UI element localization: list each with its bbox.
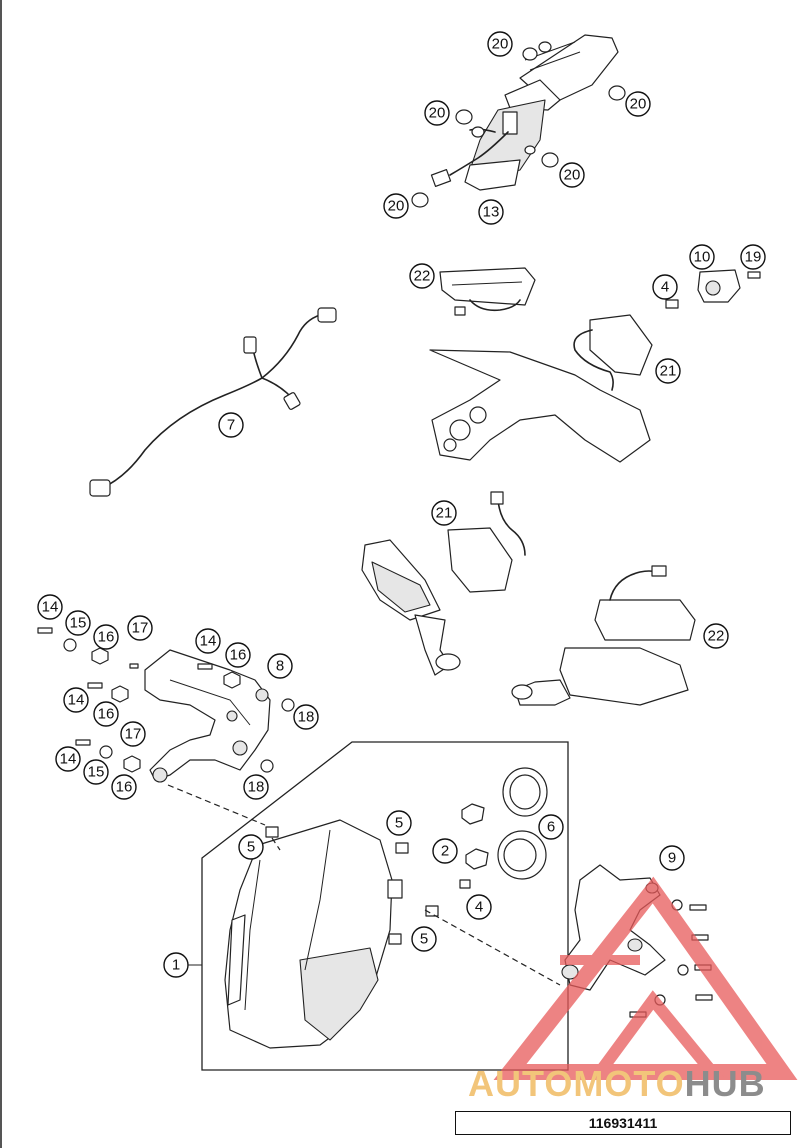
rear-light-assembly bbox=[429, 267, 761, 463]
callout-label: 10 bbox=[694, 249, 711, 266]
callout-label: 6 bbox=[547, 819, 555, 836]
callout-label: 22 bbox=[414, 268, 431, 285]
callout-label: 5 bbox=[247, 839, 255, 856]
callout-label: 14 bbox=[200, 633, 217, 650]
callout-5: 5 bbox=[238, 834, 264, 860]
callout-8: 8 bbox=[267, 653, 293, 679]
callout-4: 4 bbox=[466, 894, 492, 920]
watermark-brand-text: AUTOMOTOHUB bbox=[468, 1062, 798, 1106]
callout-label: 14 bbox=[60, 751, 77, 768]
callout-label: 4 bbox=[475, 899, 483, 916]
callout-label: 20 bbox=[492, 36, 509, 53]
callout-label: 13 bbox=[483, 204, 500, 221]
watermark-brand-part2: HUB bbox=[684, 1063, 766, 1104]
callout-20: 20 bbox=[424, 100, 450, 126]
callout-5: 5 bbox=[386, 810, 412, 836]
wiring-harness bbox=[89, 307, 337, 497]
grommet-20-group bbox=[411, 41, 626, 208]
callout-label: 16 bbox=[98, 706, 115, 723]
callout-label: 14 bbox=[42, 599, 59, 616]
callout-13: 13 bbox=[478, 199, 504, 225]
headlight-unit-assembly bbox=[201, 741, 569, 1071]
callout-14: 14 bbox=[55, 746, 81, 772]
callout-14: 14 bbox=[63, 687, 89, 713]
callout-label: 19 bbox=[745, 249, 762, 266]
callout-20: 20 bbox=[383, 193, 409, 219]
callout-18: 18 bbox=[243, 774, 269, 800]
callout-label: 4 bbox=[661, 279, 669, 296]
callout-21: 21 bbox=[655, 358, 681, 384]
callout-label: 21 bbox=[660, 363, 677, 380]
callout-label: 17 bbox=[132, 620, 149, 637]
callout-7: 7 bbox=[218, 412, 244, 438]
callout-6: 6 bbox=[538, 814, 564, 840]
callout-label: 20 bbox=[564, 167, 581, 184]
callout-label: 2 bbox=[441, 843, 449, 860]
callout-9: 9 bbox=[659, 845, 685, 871]
callout-label: 5 bbox=[420, 931, 428, 948]
callout-16: 16 bbox=[93, 701, 119, 727]
callout-20: 20 bbox=[559, 162, 585, 188]
callout-16: 16 bbox=[111, 774, 137, 800]
callout-label: 1 bbox=[172, 957, 180, 974]
callout-5: 5 bbox=[411, 926, 437, 952]
callout-18: 18 bbox=[293, 704, 319, 730]
callout-15: 15 bbox=[83, 759, 109, 785]
callout-label: 8 bbox=[276, 658, 284, 675]
callout-label: 20 bbox=[429, 105, 446, 122]
headlight-bracket-assembly bbox=[37, 627, 295, 826]
callout-label: 16 bbox=[116, 779, 133, 796]
callout-label: 21 bbox=[436, 505, 453, 522]
callout-16: 16 bbox=[225, 642, 251, 668]
callout-label: 20 bbox=[630, 96, 647, 113]
callout-label: 16 bbox=[98, 629, 115, 646]
watermark-brand-part1: AUTOMOTO bbox=[468, 1063, 685, 1104]
callout-label: 15 bbox=[88, 764, 105, 781]
callout-22: 22 bbox=[703, 623, 729, 649]
watermark-logo bbox=[493, 876, 798, 1080]
callout-10: 10 bbox=[689, 244, 715, 270]
callout-2: 2 bbox=[432, 838, 458, 864]
callout-14: 14 bbox=[195, 628, 221, 654]
callout-label: 5 bbox=[395, 815, 403, 832]
callout-20: 20 bbox=[625, 91, 651, 117]
callout-16: 16 bbox=[93, 624, 119, 650]
callout-15: 15 bbox=[65, 610, 91, 636]
callout-label: 14 bbox=[68, 692, 85, 709]
callout-1: 1 bbox=[163, 952, 189, 978]
callout-label: 16 bbox=[230, 647, 247, 664]
callout-17: 17 bbox=[127, 615, 153, 641]
callout-label: 17 bbox=[125, 726, 142, 743]
callout-label: 15 bbox=[70, 615, 87, 632]
callout-label: 7 bbox=[227, 417, 235, 434]
callout-19: 19 bbox=[740, 244, 766, 270]
rear-fender-assembly bbox=[430, 34, 619, 191]
page-left-border bbox=[0, 0, 2, 1148]
callout-22: 22 bbox=[409, 263, 435, 289]
callout-4: 4 bbox=[652, 274, 678, 300]
callout-label: 9 bbox=[668, 850, 676, 867]
callout-20: 20 bbox=[487, 31, 513, 57]
callout-label: 22 bbox=[708, 628, 725, 645]
callout-17: 17 bbox=[120, 721, 146, 747]
callout-14: 14 bbox=[37, 594, 63, 620]
callout-label: 18 bbox=[248, 779, 265, 796]
callout-label: 20 bbox=[388, 198, 405, 215]
front-indicator-mirror-group bbox=[361, 491, 696, 706]
callout-21: 21 bbox=[431, 500, 457, 526]
drawing-id-label: 116931411 bbox=[455, 1111, 791, 1135]
callout-label: 18 bbox=[298, 709, 315, 726]
